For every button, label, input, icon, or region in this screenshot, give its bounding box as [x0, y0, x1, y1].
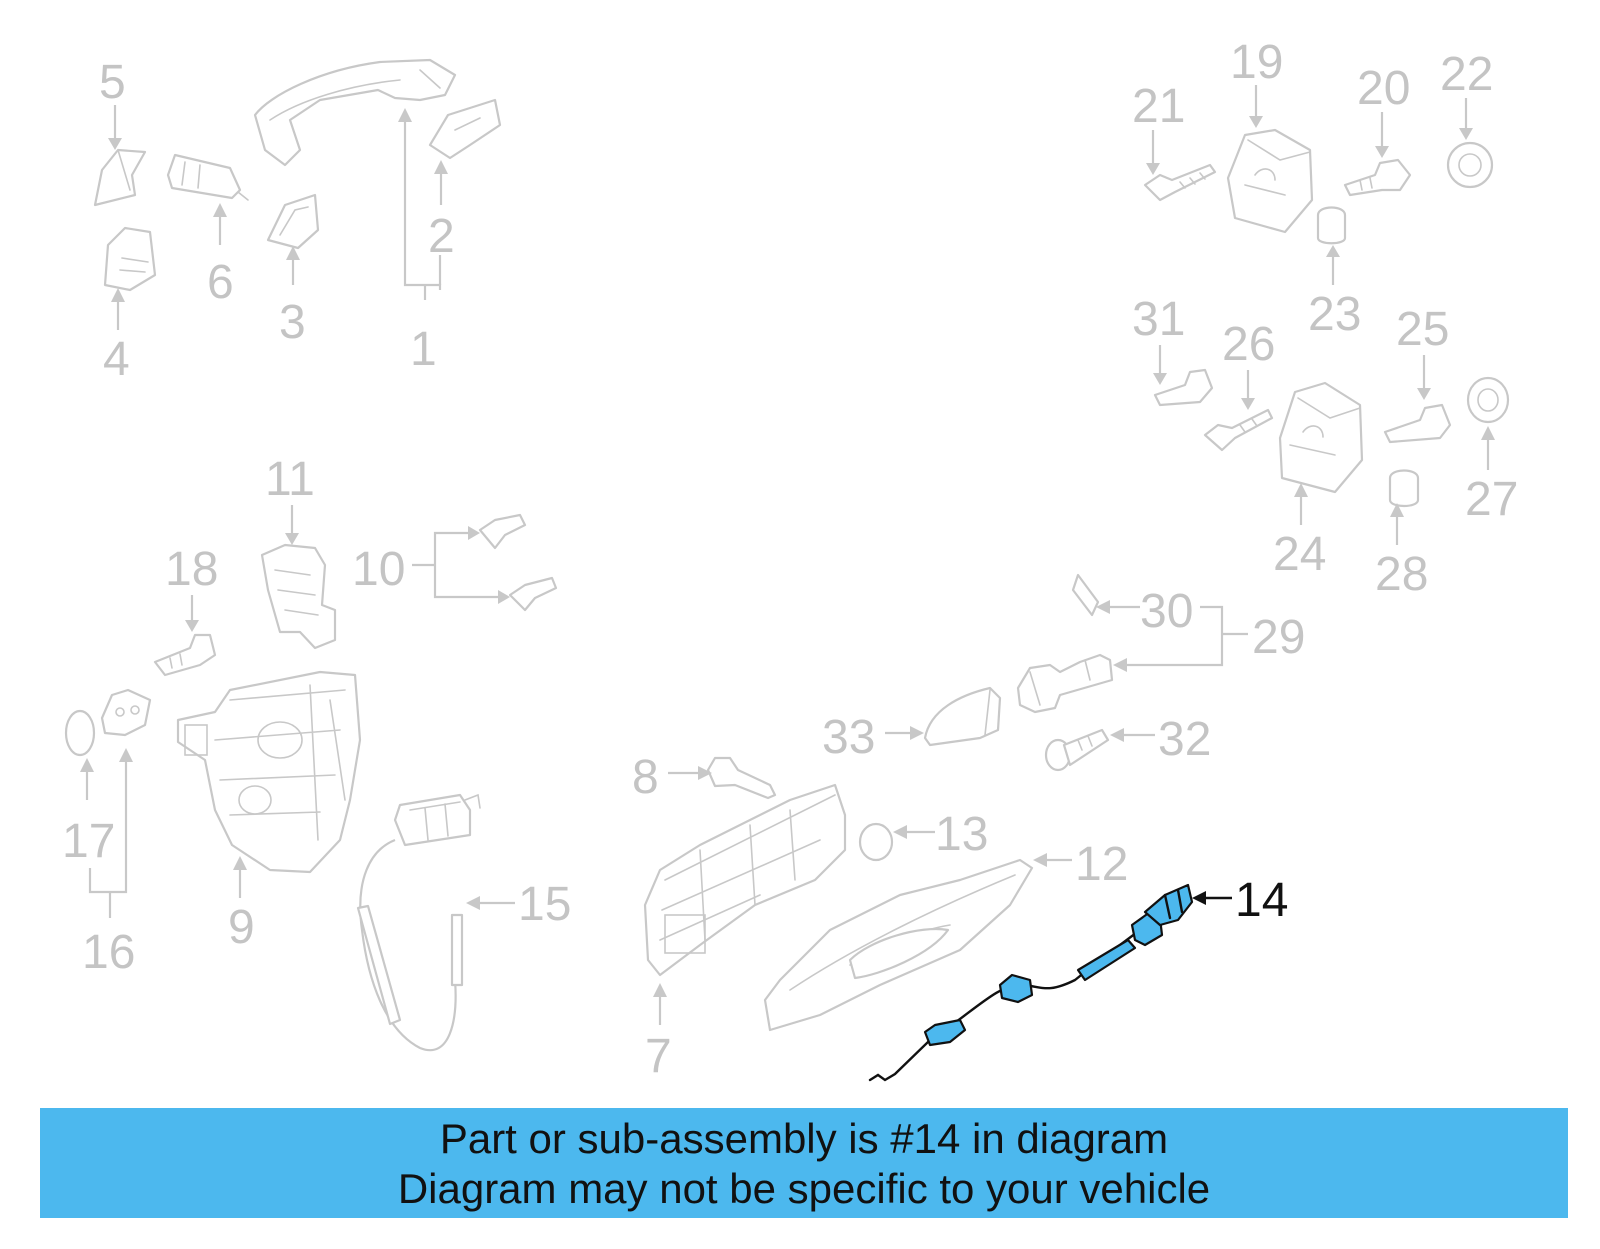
handle-cap-icon	[93, 148, 147, 207]
callout-22: 22	[1440, 48, 1493, 101]
callout-24: 24	[1273, 528, 1326, 581]
callout-5: 5	[99, 56, 126, 109]
callout-31: 31	[1132, 293, 1185, 346]
handle-bracket-icon	[643, 783, 847, 977]
callout-21: 21	[1132, 80, 1185, 133]
hinge-bolt-icon	[1153, 368, 1214, 407]
banner-line-2: Diagram may not be specific to your vehi…	[397, 1165, 1211, 1212]
inside-handle-icon	[763, 858, 1034, 1032]
callout-18: 18	[165, 543, 218, 596]
bushing-icon	[1466, 376, 1510, 424]
outside-handle-icon	[253, 58, 457, 167]
handle-insert-icon	[428, 98, 502, 160]
check-bolt-icon	[1044, 728, 1110, 772]
callout-numbers: 5 4 6 3 1 2 21 19 20 22 23 31 26 25 27 2…	[62, 36, 1518, 1083]
callout-4: 4	[103, 333, 130, 386]
bracket-bolt-icon	[706, 756, 777, 800]
hinge-bolt-icon	[1203, 408, 1274, 452]
lock-cylinder-icon	[166, 153, 249, 201]
diagram-notice-banner: Part or sub-assembly is #14 in diagram D…	[40, 1108, 1568, 1218]
hinge-bolt-icon	[1343, 158, 1412, 197]
lower-hinge-icon	[1278, 381, 1364, 494]
gasket-icon	[266, 193, 320, 250]
callout-32: 32	[1158, 713, 1211, 766]
hinge-bolt-icon	[1143, 163, 1217, 202]
latch-actuator-icon	[260, 543, 337, 650]
screw-icon	[478, 513, 558, 612]
callout-8: 8	[632, 751, 659, 804]
callout-19: 19	[1230, 36, 1283, 89]
callout-11: 11	[265, 453, 315, 506]
callout-13: 13	[935, 808, 988, 861]
washer-plate-icon	[64, 688, 152, 757]
latch-bolt-icon	[153, 633, 217, 677]
callout-25: 25	[1396, 303, 1449, 356]
callout-20: 20	[1357, 62, 1410, 115]
callout-23: 23	[1308, 288, 1361, 341]
washer-icon	[858, 822, 894, 862]
leader-lines	[80, 85, 1495, 1025]
callout-15: 15	[518, 878, 571, 931]
callout-30: 30	[1140, 585, 1193, 638]
callout-2: 2	[428, 210, 455, 263]
inside-handle-cable-icon	[356, 793, 481, 1052]
callout-26: 26	[1222, 318, 1275, 371]
pin-bushing-icon	[1388, 469, 1420, 508]
callout-6: 6	[207, 256, 234, 309]
callout-9: 9	[228, 901, 255, 954]
callout-12: 12	[1075, 838, 1128, 891]
pin-bushing-icon	[1316, 206, 1347, 245]
callout-3: 3	[279, 296, 306, 349]
callout-28: 28	[1375, 548, 1428, 601]
callout-17: 17	[62, 815, 115, 868]
callout-16: 16	[82, 926, 135, 979]
check-clip-icon	[1071, 573, 1100, 617]
hinge-bolt-icon	[1383, 403, 1452, 444]
door-release-cable-icon[interactable]	[868, 883, 1194, 1082]
check-cover-icon	[923, 686, 1002, 747]
callout-27: 27	[1465, 473, 1518, 526]
callout-14[interactable]: 14	[1235, 874, 1288, 927]
door-check-icon	[1016, 653, 1114, 714]
upper-hinge-icon	[1226, 128, 1314, 234]
callout-33: 33	[822, 711, 875, 764]
callout-10: 10	[352, 543, 405, 596]
callout-7: 7	[645, 1030, 672, 1083]
handle-cover-icon	[103, 226, 157, 292]
callout-1: 1	[410, 323, 437, 376]
leader-14	[1192, 891, 1232, 905]
banner-line-1: Part or sub-assembly is #14 in diagram	[439, 1115, 1169, 1162]
door-latch-icon	[176, 670, 362, 874]
bushing-icon	[1446, 141, 1494, 189]
callout-29: 29	[1252, 611, 1305, 664]
